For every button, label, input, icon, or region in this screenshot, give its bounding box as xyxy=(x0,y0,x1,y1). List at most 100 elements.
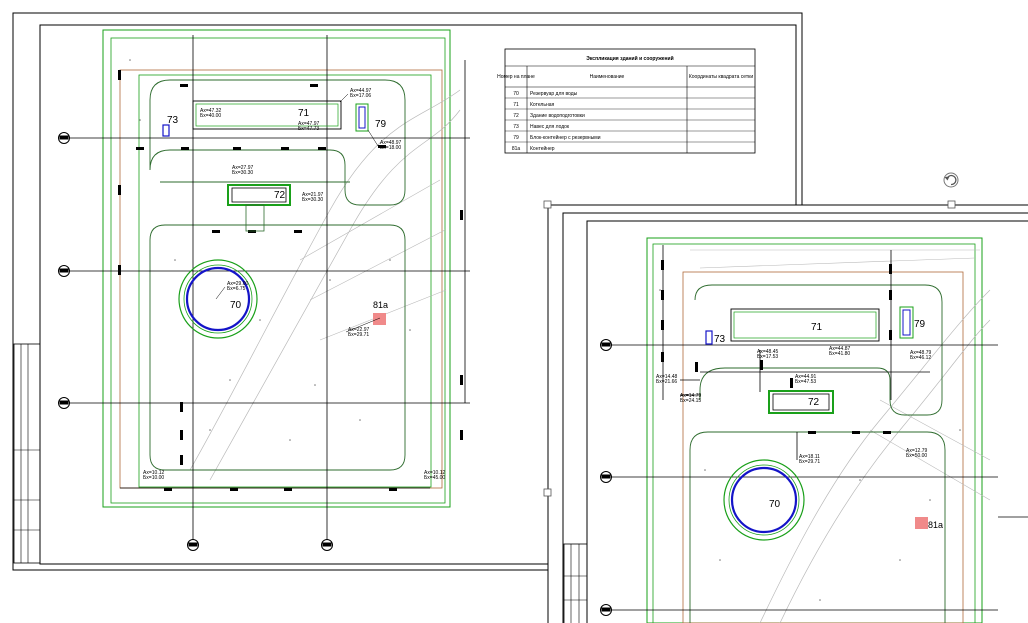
table-header: Координаты квадрата сетки xyxy=(689,74,753,80)
explication-table: Экспликация зданий и сооружений Номер на… xyxy=(497,48,756,154)
svg-text:Ах=10.12: Ах=10.12 xyxy=(143,470,164,476)
svg-text:Ах=48.97: Ах=48.97 xyxy=(380,140,401,146)
building-71-label: 71 xyxy=(298,108,310,119)
svg-text:Бх=6.75: Бх=6.75 xyxy=(227,286,246,292)
svg-text:Бх=41.80: Бх=41.80 xyxy=(829,351,850,357)
sheet2-building-81a[interactable]: 81a xyxy=(915,517,943,530)
svg-text:Бх=24.15: Бх=24.15 xyxy=(680,398,701,404)
sheet2-stamp xyxy=(563,543,588,623)
svg-text:Бх=29.71: Бх=29.71 xyxy=(348,332,369,338)
building-81a-label: 81a xyxy=(373,300,388,310)
table-cell: Навес для лодок xyxy=(530,124,570,130)
table-cell: Здание водоподготовки xyxy=(530,113,585,119)
selection-handles[interactable] xyxy=(543,200,956,497)
building-73[interactable]: 73 xyxy=(162,115,179,137)
resize-handle-top[interactable] xyxy=(947,200,956,209)
sheet1-leaders xyxy=(215,93,381,333)
table-cell: 71 xyxy=(513,102,519,108)
svg-text:Ах=12.79: Ах=12.79 xyxy=(906,448,927,454)
sheet2-building-70[interactable]: 70 xyxy=(723,459,805,541)
building-72-label: 72 xyxy=(274,190,286,201)
sheet2-dimension-marks xyxy=(661,260,892,434)
table-cell: Блок-контейнер с резервными xyxy=(530,134,601,141)
table-cell: 73 xyxy=(513,124,519,130)
resize-handle-top-left[interactable] xyxy=(543,200,552,209)
svg-text:Ах=47.32: Ах=47.32 xyxy=(200,108,221,114)
svg-text:Ах=14.48: Ах=14.48 xyxy=(656,374,677,380)
svg-text:Ах=44.97: Ах=44.97 xyxy=(350,88,371,94)
svg-text:Ах=29.00: Ах=29.00 xyxy=(227,281,248,287)
svg-text:Ах=18.11: Ах=18.11 xyxy=(799,454,820,460)
svg-text:Ах=47.97: Ах=47.97 xyxy=(298,121,319,127)
table-header: Наименование xyxy=(590,74,625,80)
svg-text:Ах=44.91: Ах=44.91 xyxy=(795,374,816,380)
building-73-label: 73 xyxy=(167,115,179,126)
resize-handle-left[interactable] xyxy=(543,488,552,497)
building-70-label: 70 xyxy=(230,300,242,311)
sheet2-building-71[interactable]: 71 xyxy=(730,308,880,342)
svg-text:Ах=10.12: Ах=10.12 xyxy=(424,470,445,476)
table-cell: 79 xyxy=(513,135,519,141)
svg-text:Бх=21.66: Бх=21.66 xyxy=(656,379,677,385)
sheet1-dimension-marks xyxy=(118,70,463,491)
building-81a-label: 81a xyxy=(928,520,943,530)
svg-text:Бх=46.12: Бх=46.12 xyxy=(910,355,931,361)
svg-text:Бх=47.53: Бх=47.53 xyxy=(795,379,816,385)
table-header: Номер на плане xyxy=(497,74,535,80)
building-72-label: 72 xyxy=(808,397,820,408)
table-cell: 81а xyxy=(512,146,521,152)
building-79-label: 79 xyxy=(914,319,926,330)
building-72[interactable]: 72 xyxy=(227,184,291,232)
sheet2-building-72[interactable]: 72 xyxy=(768,390,834,414)
sheet1-stamp xyxy=(13,343,41,564)
table-title: Экспликация зданий и сооружений xyxy=(586,55,673,62)
svg-text:Бх=29.71: Бх=29.71 xyxy=(799,459,820,465)
svg-text:Бх=30.30: Бх=30.30 xyxy=(302,197,323,203)
rotate-handle-icon[interactable] xyxy=(943,172,959,188)
sheet1-axis-markers xyxy=(58,132,333,551)
svg-text:Ах=14.79: Ах=14.79 xyxy=(680,393,701,399)
table-cell: 72 xyxy=(513,113,519,119)
svg-text:Бх=30.30: Бх=30.30 xyxy=(232,170,253,176)
svg-text:Бх=18.00: Бх=18.00 xyxy=(380,145,401,151)
svg-text:Бх=17.53: Бх=17.53 xyxy=(757,354,778,360)
svg-text:Ах=21.97: Ах=21.97 xyxy=(302,192,323,198)
building-79[interactable]: 79 xyxy=(355,103,387,132)
sheet2-site xyxy=(646,237,991,623)
building-73-label: 73 xyxy=(714,334,726,345)
sheet2-building-79[interactable]: 79 xyxy=(899,306,926,339)
building-70[interactable]: 70 xyxy=(178,259,258,339)
building-70-label: 70 xyxy=(769,499,781,510)
sheet2-building-73[interactable]: 73 xyxy=(705,330,726,345)
svg-text:Бх=10.00: Бх=10.00 xyxy=(143,475,164,481)
sheet1-grid-axes xyxy=(64,35,470,545)
table-cell: Резервуар для воды xyxy=(530,91,578,97)
building-81a[interactable]: 81a xyxy=(373,300,388,325)
svg-text:Бх=17.06: Бх=17.06 xyxy=(350,93,371,99)
svg-text:Ах=22.97: Ах=22.97 xyxy=(348,327,369,333)
svg-text:Бх=40.00: Бх=40.00 xyxy=(200,113,221,119)
svg-text:Ах=48.45: Ах=48.45 xyxy=(757,349,778,355)
building-71[interactable]: 71 xyxy=(192,100,342,130)
svg-text:Ах=27.97: Ах=27.97 xyxy=(232,165,253,171)
